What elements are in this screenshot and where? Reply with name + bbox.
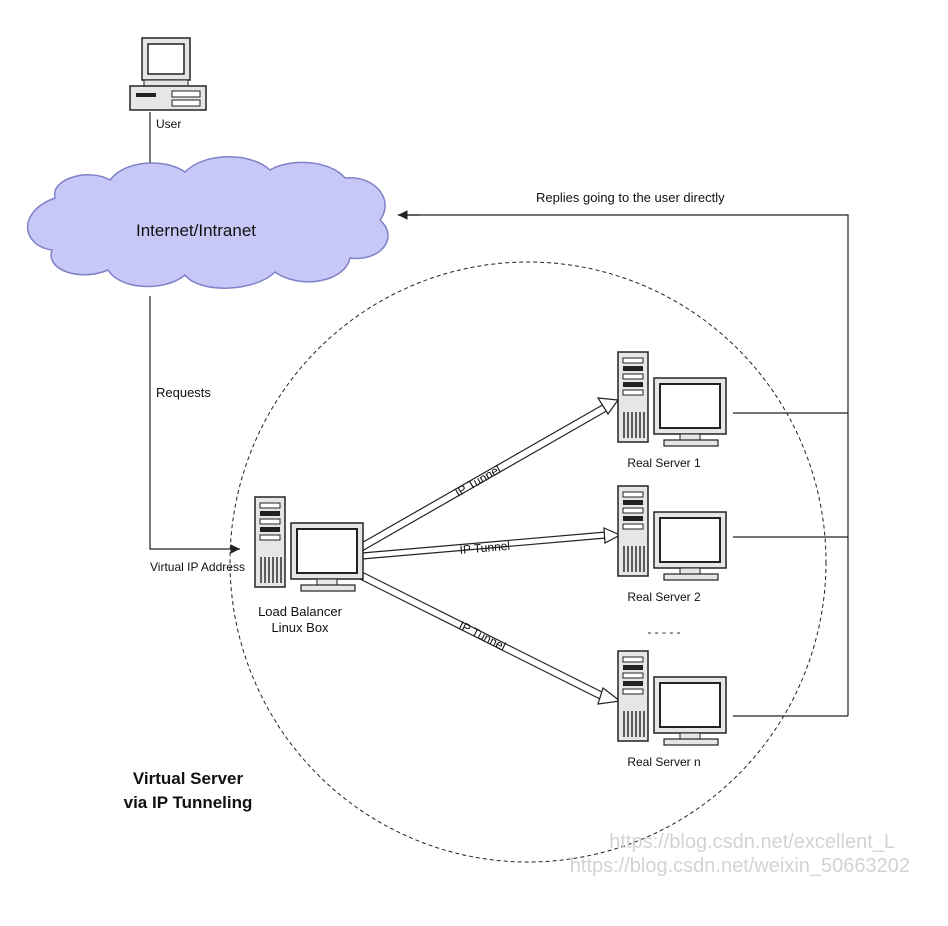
load-balancer-label-1: Load Balancer xyxy=(258,604,343,619)
server-ellipsis: - - - - - xyxy=(647,625,680,639)
requests-line xyxy=(149,296,240,554)
load-balancer-server-icon xyxy=(254,496,364,592)
replies-label: Replies going to the user directly xyxy=(536,190,725,205)
real-server-2-label: Real Server 2 xyxy=(627,590,701,604)
tunnel-1-label: IP Tunnel xyxy=(453,462,504,499)
load-balancer-label-2: Linux Box xyxy=(271,620,329,635)
cloud-icon xyxy=(26,156,389,289)
tunnel-3-label: IP Tunnel xyxy=(457,618,508,653)
real-server-1-label: Real Server 1 xyxy=(627,456,701,470)
reply-path-line xyxy=(398,214,849,717)
computer-icon xyxy=(129,37,207,111)
tunnel-3 xyxy=(357,571,622,705)
tunnel-2-label: IP Tunnel xyxy=(459,539,511,557)
watermark-line-1: https://blog.csdn.net/excellent_L xyxy=(609,831,895,853)
diagram-title-line-2: via IP Tunneling xyxy=(124,793,253,812)
real-server-2-icon xyxy=(617,485,727,581)
real-server-1-icon xyxy=(617,351,727,447)
real-server-n-label: Real Server n xyxy=(627,755,700,769)
cloud-label: Internet/Intranet xyxy=(136,221,256,240)
virtual-server-boundary xyxy=(229,261,827,863)
real-server-n-icon xyxy=(617,650,727,746)
watermark-line-2: https://blog.csdn.net/weixin_50663202 xyxy=(570,855,910,877)
tunnel-1 xyxy=(357,397,620,552)
tunnel-2 xyxy=(361,527,622,560)
user-label: User xyxy=(156,117,181,131)
requests-label: Requests xyxy=(156,385,211,400)
virtual-ip-label: Virtual IP Address xyxy=(150,560,245,574)
diagram-title-line-1: Virtual Server xyxy=(133,769,244,788)
